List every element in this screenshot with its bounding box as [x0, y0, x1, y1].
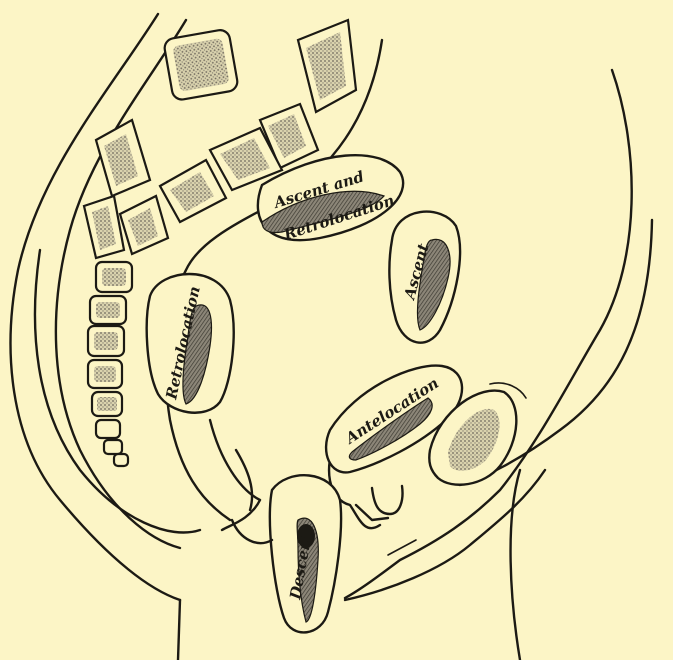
pubic-line [511, 470, 520, 660]
uterus-descent: Descent [270, 475, 341, 632]
perineum-line [178, 600, 180, 660]
vaginal-outline [232, 520, 272, 543]
urethra-shape [372, 486, 403, 514]
rectum-curve [210, 420, 260, 530]
uterus-retrolocation: Retrolocation [147, 274, 234, 413]
uterus-ascent: Ascent [389, 212, 460, 343]
